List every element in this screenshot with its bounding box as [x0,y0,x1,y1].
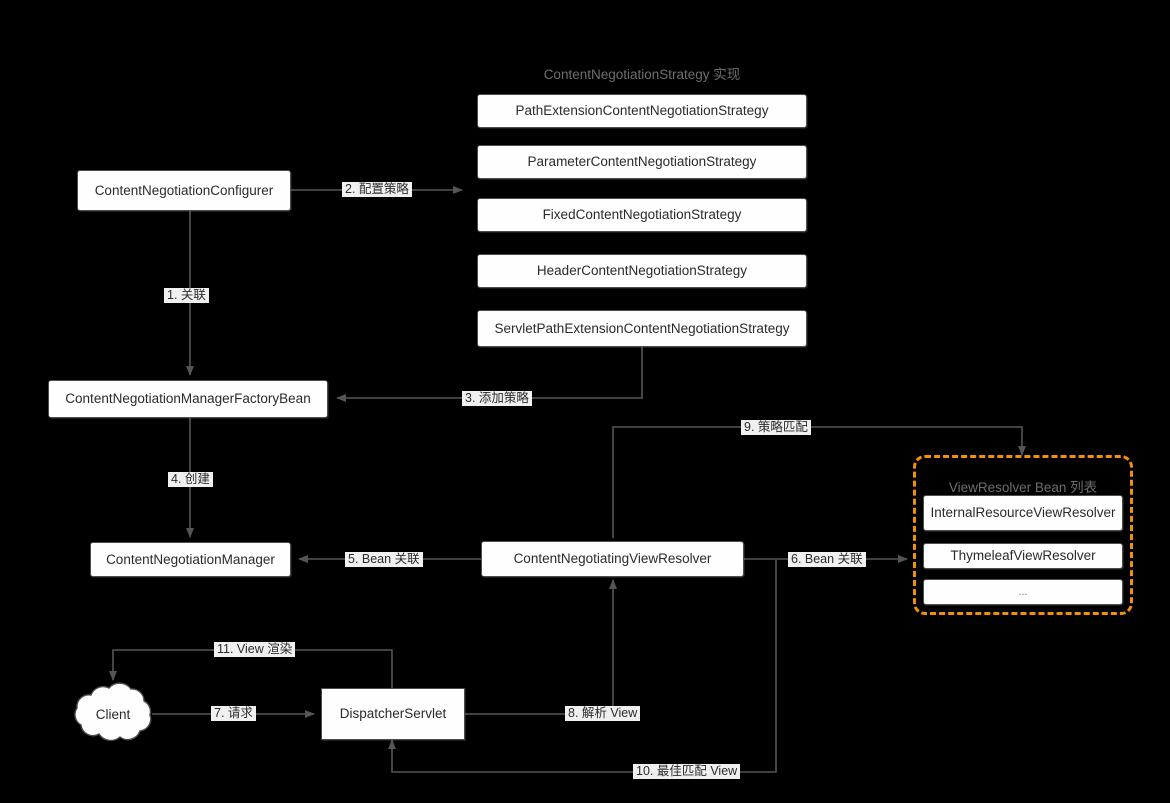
node-internal-resource-view-resolver[interactable]: InternalResourceViewResolver [923,495,1123,531]
edge-label-10: 10. 最佳匹配 View [633,764,741,780]
edge-label-6: 6. Bean 关联 [788,552,866,568]
viewresolver-bean-group: ViewResolver Bean 列表 [913,455,1133,615]
node-header-content-negotiation-strategy[interactable]: HeaderContentNegotiationStrategy [477,254,807,288]
edge-label-9: 9. 策略匹配 [741,420,811,436]
node-servlet-path-extension-content-negotiation-strategy[interactable]: ServletPathExtensionContentNegotiationSt… [477,310,807,347]
viewresolver-group-title: ViewResolver Bean 列表 [948,480,1098,495]
edge-label-4: 4. 创建 [168,472,213,488]
node-content-negotiation-configurer[interactable]: ContentNegotiationConfigurer [77,170,291,211]
edge-label-5: 5. Bean 关联 [345,552,423,568]
edge-label-8: 8. 解析 View [565,706,641,722]
node-client[interactable]: Client [64,678,162,750]
node-content-negotiating-view-resolver[interactable]: ContentNegotiatingViewResolver [481,541,744,577]
node-content-negotiation-manager-factory-bean[interactable]: ContentNegotiationManagerFactoryBean [48,380,328,418]
edge-label-7: 7. 请求 [211,706,256,722]
edge-label-2: 2. 配置策略 [342,182,412,198]
cloud-icon [74,682,152,742]
edge-3-path [336,343,643,402]
edge-label-11: 11. View 渲染 [214,642,296,658]
edge-label-3: 3. 添加策略 [462,391,532,407]
node-view-resolver-ellipsis[interactable]: ... [923,579,1123,605]
node-thymeleaf-view-resolver[interactable]: ThymeleafViewResolver [923,543,1123,569]
edge-10-path [388,560,777,773]
node-dispatcher-servlet[interactable]: DispatcherServlet [321,688,465,740]
strategy-group-title: ContentNegotiationStrategy 实现 [543,67,741,82]
node-fixed-content-negotiation-strategy[interactable]: FixedContentNegotiationStrategy [477,198,807,232]
edge-9-path [612,426,1026,538]
node-client-label: Client [95,706,131,722]
node-parameter-content-negotiation-strategy[interactable]: ParameterContentNegotiationStrategy [477,145,807,179]
node-path-extension-content-negotiation-strategy[interactable]: PathExtensionContentNegotiationStrategy [477,94,807,128]
edge-label-1: 1. 关联 [164,288,209,304]
node-content-negotiation-manager[interactable]: ContentNegotiationManager [90,542,291,577]
